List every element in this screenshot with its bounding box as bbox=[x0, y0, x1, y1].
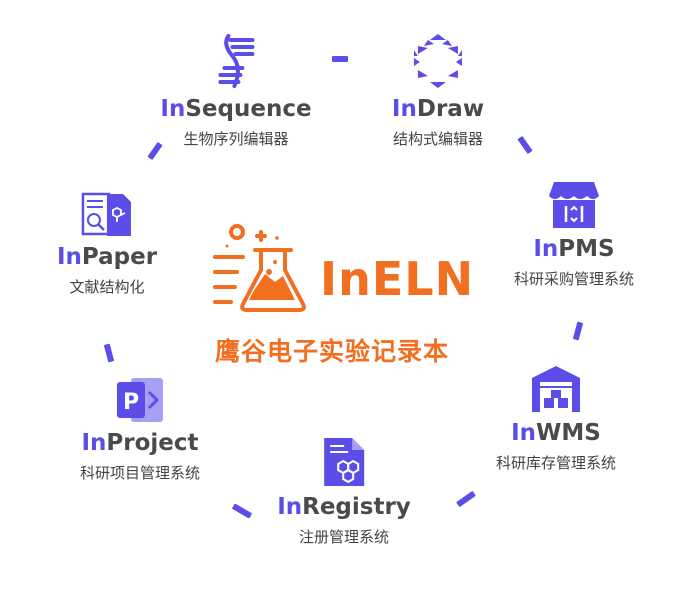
hexagon-structure-icon bbox=[413, 34, 462, 88]
module-desc: 科研采购管理系统 bbox=[513, 270, 635, 288]
module-prefix: In bbox=[391, 96, 417, 122]
module-prefix: In bbox=[533, 236, 559, 262]
ring-dash bbox=[332, 56, 348, 62]
module-name: WMS bbox=[536, 420, 601, 446]
module-prefix: In bbox=[277, 494, 303, 520]
module-insequence[interactable]: InSequence 生物序列编辑器 bbox=[160, 32, 312, 149]
module-desc: 科研项目管理系统 bbox=[79, 464, 201, 482]
module-inproject[interactable]: P InProject 科研项目管理系统 bbox=[80, 376, 200, 483]
module-prefix: In bbox=[81, 430, 107, 456]
warehouse-icon bbox=[531, 366, 580, 412]
module-desc: 注册管理系统 bbox=[298, 528, 389, 546]
store-icon bbox=[548, 182, 599, 228]
ring-dash bbox=[572, 321, 584, 341]
module-name: Draw bbox=[416, 96, 485, 122]
dna-icon bbox=[218, 34, 254, 88]
module-desc: 文献结构化 bbox=[69, 278, 145, 296]
module-name: Registry bbox=[302, 494, 411, 520]
ineln-subtitle: 鹰谷电子实验记录本 bbox=[215, 337, 450, 366]
module-indraw[interactable]: InDraw 结构式编辑器 bbox=[392, 32, 484, 149]
module-desc: 结构式编辑器 bbox=[392, 130, 484, 148]
ineln-title: InELN bbox=[320, 252, 475, 306]
svg-text:P: P bbox=[123, 390, 139, 415]
module-inregistry[interactable]: InRegistry 注册管理系统 bbox=[277, 436, 411, 547]
module-name: PMS bbox=[558, 236, 615, 262]
ring-dash bbox=[231, 503, 253, 519]
paper-icon bbox=[81, 192, 131, 236]
ring-dash bbox=[103, 343, 115, 363]
ring-dash bbox=[456, 490, 476, 508]
project-icon: P bbox=[116, 378, 163, 422]
module-name: Paper bbox=[81, 244, 158, 270]
module-desc: 科研库存管理系统 bbox=[495, 454, 617, 472]
module-prefix: In bbox=[511, 420, 537, 446]
module-inpms[interactable]: InPMS 科研采购管理系统 bbox=[514, 180, 634, 289]
module-prefix: In bbox=[56, 244, 82, 270]
flask-icon bbox=[213, 224, 306, 312]
module-name: Sequence bbox=[185, 96, 312, 122]
registry-document-icon bbox=[324, 438, 364, 486]
module-name: Project bbox=[106, 430, 199, 456]
module-inpaper[interactable]: InPaper 文献结构化 bbox=[57, 192, 157, 297]
module-prefix: In bbox=[160, 96, 186, 122]
module-desc: 生物序列编辑器 bbox=[183, 130, 289, 148]
module-inwms[interactable]: InWMS 科研库存管理系统 bbox=[496, 364, 616, 473]
ring-dash bbox=[517, 135, 533, 155]
